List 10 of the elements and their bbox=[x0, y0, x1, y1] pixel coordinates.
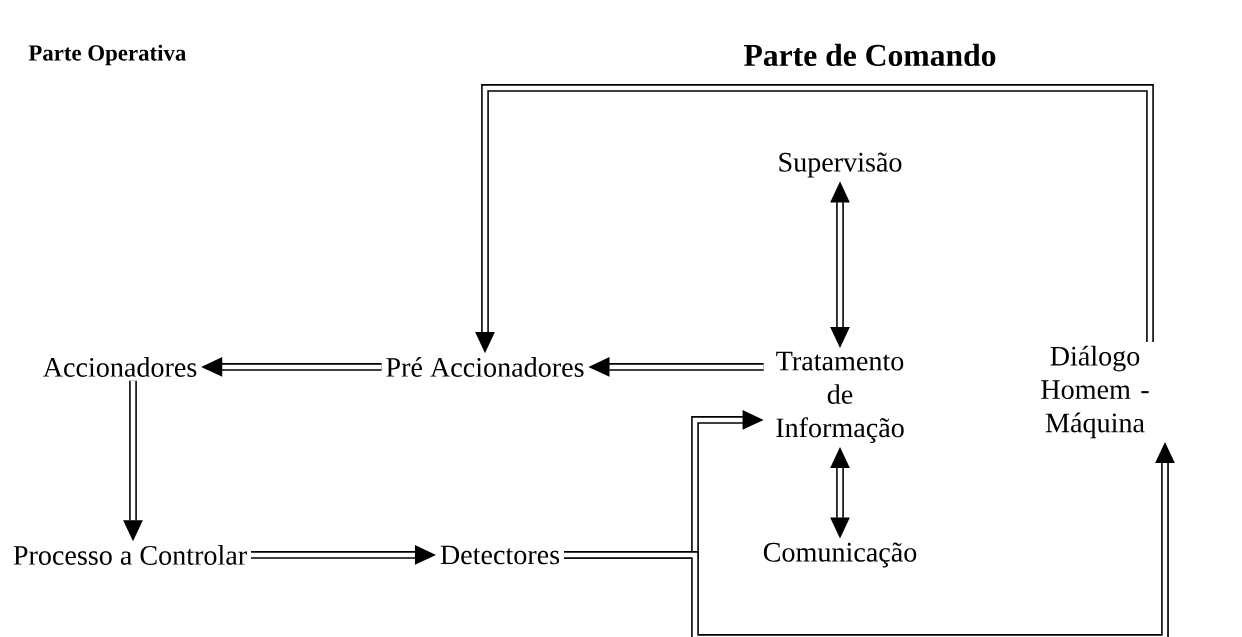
node-label: Supervisão bbox=[779, 152, 902, 178]
node-label: Detectores bbox=[440, 545, 560, 565]
heading: Parte de Comando bbox=[744, 43, 996, 67]
node-label: Pré Accionadores bbox=[386, 357, 584, 377]
heading: Parte Operativa bbox=[28, 44, 186, 66]
node-label: Diálogo Homem - Máquina bbox=[1041, 345, 1149, 439]
node-label: Tratamento de Informação bbox=[776, 351, 904, 443]
node-label: Comunicação bbox=[763, 542, 917, 568]
node-label: Accionadores bbox=[43, 357, 197, 377]
node-label: Processo a Controlar bbox=[13, 545, 247, 565]
